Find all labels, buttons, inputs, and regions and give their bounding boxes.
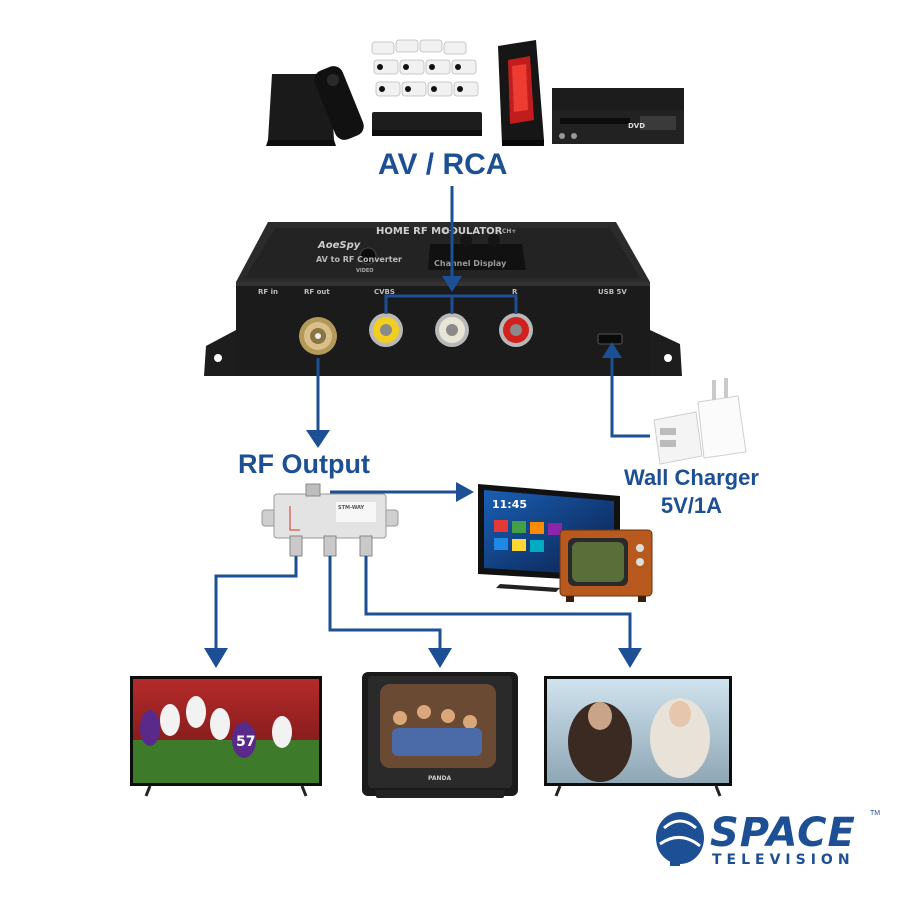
rca-white-port xyxy=(435,313,469,347)
port-label-rf-in: RF in xyxy=(258,288,278,296)
rf-out-port xyxy=(299,317,337,355)
arrow-down-rf xyxy=(306,430,330,448)
remote-control xyxy=(314,66,364,140)
svg-text:DVD: DVD xyxy=(628,122,645,130)
port-label-r: R xyxy=(512,288,518,296)
rca-yellow-port xyxy=(369,313,403,347)
tv-left: 57 xyxy=(130,676,322,797)
usb-port xyxy=(597,333,623,345)
pc-tower xyxy=(498,40,544,146)
wall-charger-line2: 5V/1A xyxy=(660,493,723,518)
rca-red-port xyxy=(499,313,533,347)
logo-globe-icon xyxy=(656,812,704,866)
video-label: VIDEO xyxy=(356,268,374,274)
wall-charger xyxy=(653,378,747,465)
device-title: HOME RF MODULATOR xyxy=(376,226,503,237)
port-label-usb: USB 5V xyxy=(598,288,627,296)
arrow-down-right-tv xyxy=(618,648,642,668)
tv-group-right: 11:45 xyxy=(478,484,653,602)
rf-modulator-device: HOME RF MODULATOR AoeSpy AV to RF Conver… xyxy=(204,222,682,376)
device-brand: AoeSpy xyxy=(317,240,361,251)
logo-word-television: TELEVISION xyxy=(712,852,855,868)
dvd-player: DVD xyxy=(552,88,684,144)
connection-lines xyxy=(214,186,650,650)
rf-output-label: RF Output xyxy=(238,449,370,479)
cctv-kit xyxy=(371,39,482,136)
channel-display-label: Channel Display xyxy=(434,259,507,268)
av-rca-label: AV / RCA xyxy=(378,148,508,181)
arrow-down-middle-tv xyxy=(428,648,452,668)
ch-minus-label: CH- xyxy=(443,228,455,235)
arrow-up-usb xyxy=(602,342,622,358)
tv-right xyxy=(544,676,732,797)
ch-minus-button xyxy=(460,234,472,246)
source-devices: DVD xyxy=(266,39,684,146)
tv-clock: 11:45 xyxy=(492,498,527,511)
space-television-logo: SPACE TELEVISION TM xyxy=(654,810,884,872)
crt-brand: PANDA xyxy=(428,775,451,782)
left-flange xyxy=(204,330,236,376)
device-subtitle: AV to RF Converter xyxy=(316,255,402,264)
arrow-right-tv xyxy=(456,482,474,502)
splitter-model: STM-WAY xyxy=(338,505,365,511)
arrow-down-left-tv xyxy=(204,648,228,668)
logo-trademark: TM xyxy=(870,810,881,817)
arrow-down-av xyxy=(442,276,462,292)
svg-text:57: 57 xyxy=(236,734,255,750)
wall-charger-line1: Wall Charger xyxy=(624,465,759,490)
tv-middle-crt: PANDA xyxy=(362,672,518,798)
arrow-heads xyxy=(204,276,642,668)
port-label-rf-out: RF out xyxy=(304,288,330,296)
rf-splitter: STM-WAY xyxy=(261,483,399,557)
video-port xyxy=(359,247,377,265)
wall-charger-label: Wall Charger 5V/1A xyxy=(624,464,759,520)
ch-plus-button xyxy=(488,234,500,246)
right-flange xyxy=(650,330,682,376)
streaming-box xyxy=(266,74,336,146)
logo-word-space: SPACE xyxy=(710,810,856,856)
port-label-cvbs: CVBS xyxy=(374,288,395,296)
ch-plus-label: CH+ xyxy=(502,228,516,235)
